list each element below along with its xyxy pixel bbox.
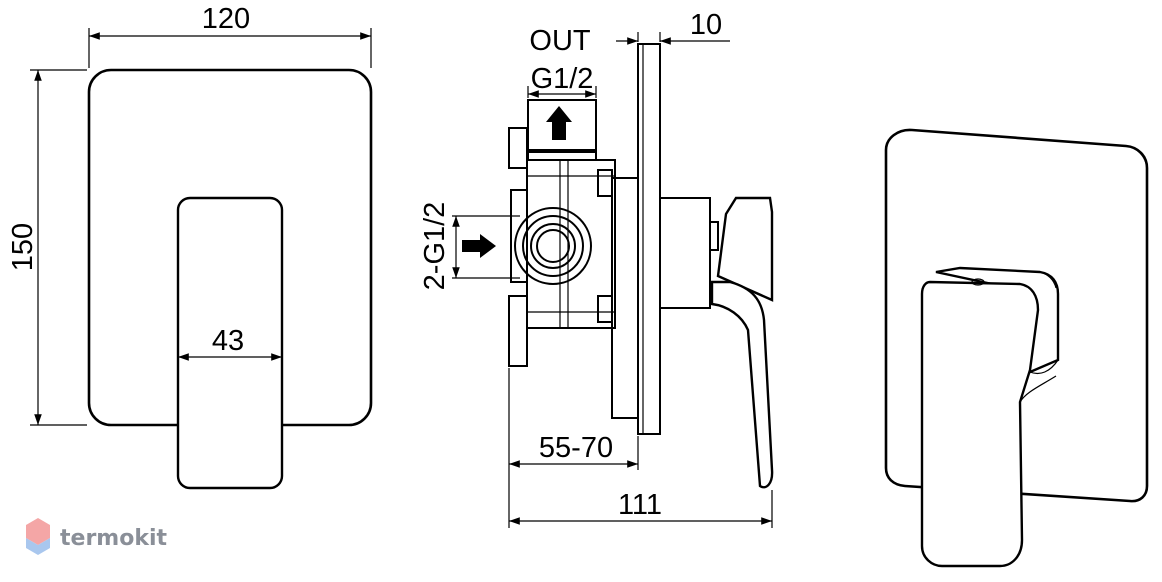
valve-body (508, 99, 616, 367)
perspective-handle (920, 266, 1060, 568)
outlet-thread-label: G1/2 (531, 63, 594, 95)
dim-handle-width: 43 (178, 325, 282, 361)
total-depth-label: 111 (618, 489, 662, 521)
dim-handle-width-label: 43 (212, 325, 244, 357)
perspective-view (884, 128, 1149, 568)
front-view: 120 150 43 (7, 3, 373, 490)
dim-plate-thickness: 10 (616, 9, 730, 45)
inlet-port (514, 207, 592, 285)
side-handle (659, 196, 774, 489)
inlet-flow-arrow-icon (462, 234, 496, 258)
dim-inlet-thread: 2-G1/2 (419, 202, 520, 291)
dim-height-label: 150 (7, 223, 39, 271)
dim-height: 150 (7, 69, 87, 426)
depth-range-label: 55-70 (539, 432, 613, 464)
outlet-label: OUT (529, 25, 591, 57)
outlet-flow-arrow-icon (546, 106, 572, 140)
dim-width: 120 (88, 3, 372, 68)
termokit-watermark: termokit (26, 518, 167, 555)
plate-thickness-label: 10 (690, 9, 722, 41)
inlet-thread-label: 2-G1/2 (419, 202, 451, 291)
perspective-plate (884, 128, 1149, 503)
dim-width-label: 120 (202, 3, 250, 35)
termokit-brand-text: termokit (60, 526, 167, 551)
outlet-fitting (527, 99, 597, 153)
side-view: OUT G1/2 10 2-G1/2 55-70 (419, 9, 774, 528)
dim-depth-range: 55-70 (508, 368, 639, 470)
front-handle (176, 196, 284, 490)
dim-outlet-thread: G1/2 (527, 63, 597, 98)
dim-total-depth: 111 (508, 470, 773, 528)
wall-plate (637, 43, 661, 435)
termokit-logo-icon (26, 518, 50, 555)
